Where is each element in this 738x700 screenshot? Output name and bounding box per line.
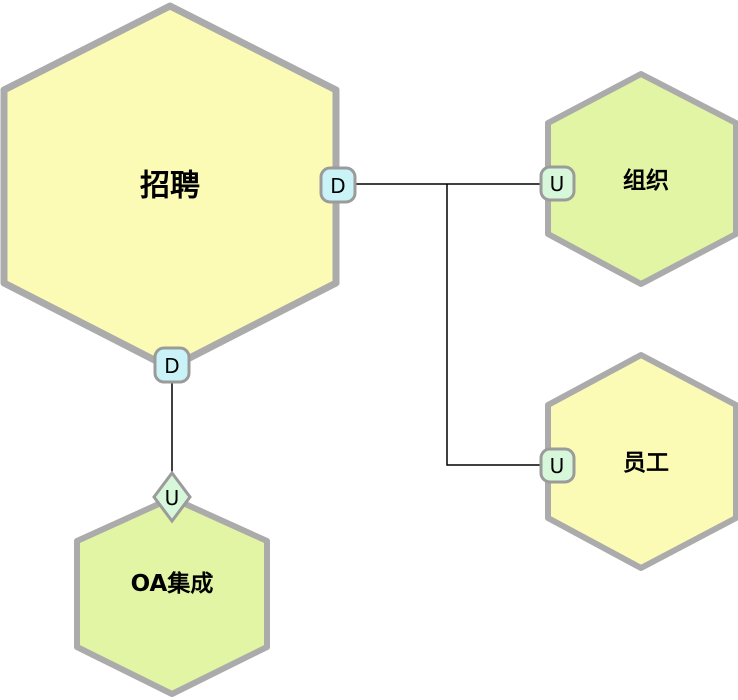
node-oa-integration[interactable]: OA集成 xyxy=(74,495,270,697)
connector-recruitment-employee xyxy=(446,184,541,466)
hexagon-organization[interactable] xyxy=(545,71,738,287)
node-label-oa-integration: OA集成 xyxy=(131,570,214,597)
node-label-recruitment: 招聘 xyxy=(140,169,200,204)
badge-d-recruitment-bottom-shape[interactable] xyxy=(153,346,191,384)
node-employee[interactable]: 员工 xyxy=(545,352,738,571)
node-label-organization: 组织 xyxy=(623,167,669,194)
badge-d-recruitment-right-label: D xyxy=(330,174,345,198)
badge-u-oa-integration[interactable]: U xyxy=(152,470,192,524)
node-organization[interactable]: 组织 xyxy=(545,71,738,287)
hexagon-oa-integration[interactable] xyxy=(74,495,270,697)
node-recruitment[interactable]: 招聘 xyxy=(0,2,340,372)
badge-u-employee-label: U xyxy=(550,454,565,478)
badge-d-recruitment-bottom[interactable]: D xyxy=(153,346,191,384)
badge-d-recruitment-bottom-label: D xyxy=(164,354,179,378)
badge-u-organization-shape[interactable] xyxy=(539,165,576,202)
badge-u-organization[interactable]: U xyxy=(539,165,576,202)
badge-u-employee-shape[interactable] xyxy=(539,447,576,484)
badge-u-employee[interactable]: U xyxy=(539,447,576,484)
badge-d-recruitment-right-shape[interactable] xyxy=(319,166,357,204)
hexagon-employee[interactable] xyxy=(545,352,738,571)
badge-u-organization-label: U xyxy=(550,172,565,196)
node-label-employee: 员工 xyxy=(623,450,669,476)
badge-d-recruitment-right[interactable]: D xyxy=(319,166,357,204)
badge-u-oa-integration-shape[interactable] xyxy=(152,470,192,524)
badge-u-oa-integration-label: U xyxy=(165,486,180,510)
